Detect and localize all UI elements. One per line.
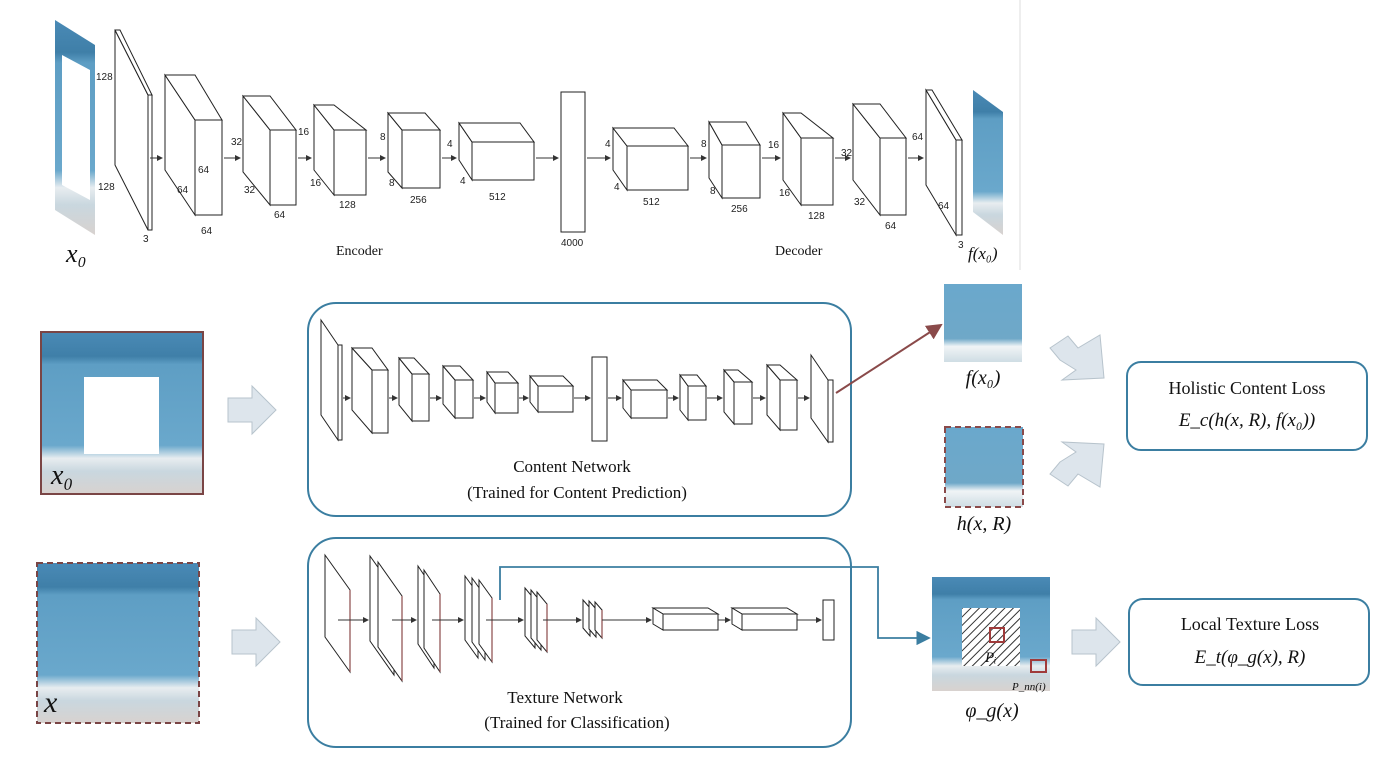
content-output-image bbox=[944, 284, 1022, 362]
nn-patch-label: P_nn(i) bbox=[1011, 681, 1046, 693]
content-input-label: x₀ bbox=[50, 460, 73, 491]
top-architecture: x₀ 128 128 3 bbox=[55, 0, 1021, 270]
patch-box bbox=[989, 627, 1005, 643]
content-network-title: Content Network bbox=[513, 457, 631, 476]
texture-loss-box bbox=[1128, 598, 1370, 686]
feature-map-image bbox=[932, 577, 1050, 691]
holistic-loss-title: Holistic Content Loss bbox=[1169, 378, 1326, 398]
dim-dec1-w: 4 bbox=[614, 182, 620, 193]
dim-enc2-c: 64 bbox=[274, 210, 286, 221]
content-output-arrow bbox=[835, 323, 943, 394]
nn-patch-box bbox=[1030, 659, 1047, 673]
dim-dec2-w: 8 bbox=[710, 186, 716, 197]
top-output-label: f(x₀) bbox=[968, 244, 998, 263]
dim-dec3-w: 16 bbox=[779, 188, 791, 199]
dim-input-width: 128 bbox=[98, 182, 115, 193]
content-input-image bbox=[40, 331, 204, 495]
dim-dec4-h: 32 bbox=[841, 148, 853, 159]
content-output-label: f(x₀) bbox=[966, 367, 1001, 389]
patch-label: Pᵢ bbox=[984, 650, 997, 666]
dim-dec4-c: 64 bbox=[885, 221, 897, 232]
dim-input-channels: 3 bbox=[143, 234, 149, 245]
content-network-box bbox=[307, 302, 852, 517]
texture-block-arrow bbox=[231, 616, 281, 668]
dim-dec1-h: 4 bbox=[605, 139, 611, 150]
dim-enc4-w: 8 bbox=[389, 178, 395, 189]
dim-bottleneck: 4000 bbox=[561, 238, 584, 249]
dim-dec5-h: 64 bbox=[912, 132, 924, 143]
dim-dec2-c: 256 bbox=[731, 204, 748, 215]
top-input-image bbox=[55, 20, 95, 235]
texture-loss-arrow bbox=[1071, 616, 1121, 668]
dim-dec2-h: 8 bbox=[701, 139, 707, 150]
dim-enc2-w: 32 bbox=[244, 185, 256, 196]
dim-dec3-h: 16 bbox=[768, 140, 780, 151]
feature-connector bbox=[499, 566, 931, 646]
content-row: x₀ bbox=[40, 284, 1368, 535]
dim-enc3-w: 16 bbox=[310, 178, 322, 189]
top-input-label: x₀ bbox=[65, 239, 87, 268]
texture-network-subtitle: (Trained for Classification) bbox=[484, 713, 669, 732]
feature-map-label: φ_g(x) bbox=[965, 700, 1019, 722]
dim-dec4-w: 32 bbox=[854, 197, 866, 208]
dim-dec3-c: 128 bbox=[808, 211, 825, 222]
context-image bbox=[944, 426, 1024, 508]
context-label: h(x, R) bbox=[957, 513, 1012, 535]
dim-dec5-c: 3 bbox=[958, 240, 964, 251]
dim-enc5-c: 512 bbox=[489, 192, 506, 203]
top-output-image bbox=[973, 90, 1003, 235]
holistic-loss-formula: E_c(h(x, R), f(x₀)) bbox=[1178, 410, 1315, 431]
dim-input-height: 128 bbox=[96, 72, 113, 83]
dim-enc5-h: 4 bbox=[447, 139, 453, 150]
holistic-block-arrow-top bbox=[1049, 334, 1105, 381]
texture-loss-formula: E_t(φ_g(x), R) bbox=[1194, 647, 1306, 668]
dim-enc4-c: 256 bbox=[410, 195, 427, 206]
holistic-block-arrow-bottom bbox=[1049, 441, 1105, 488]
texture-network-title: Texture Network bbox=[507, 688, 623, 707]
content-network-subtitle: (Trained for Content Prediction) bbox=[467, 483, 687, 502]
dim-enc1-h: 64 bbox=[198, 165, 210, 176]
texture-input-label: x bbox=[43, 686, 58, 719]
encoder-label: Encoder bbox=[336, 244, 383, 259]
content-network-layers bbox=[320, 318, 834, 444]
dim-enc1-c: 64 bbox=[201, 226, 213, 237]
dim-enc1-w: 64 bbox=[177, 185, 189, 196]
dim-enc2-next: 16 bbox=[298, 127, 310, 138]
dim-enc3-c: 128 bbox=[339, 200, 356, 211]
texture-input-image bbox=[36, 562, 200, 724]
holistic-loss-box bbox=[1126, 361, 1368, 451]
dim-enc2-h: 32 bbox=[231, 137, 243, 148]
texture-row: x bbox=[36, 537, 1370, 748]
dim-enc4-h: 8 bbox=[380, 132, 386, 143]
texture-red-edges bbox=[349, 590, 603, 681]
encoder-cubes bbox=[164, 73, 963, 237]
decoder-label: Decoder bbox=[775, 244, 823, 259]
input-slab bbox=[114, 29, 153, 231]
texture-loss-title: Local Texture Loss bbox=[1181, 614, 1319, 634]
texture-network-layers bbox=[324, 553, 835, 683]
texture-network-box bbox=[307, 537, 852, 748]
dim-enc5-w: 4 bbox=[460, 176, 466, 187]
dim-dec1-c: 512 bbox=[643, 197, 660, 208]
content-block-arrow bbox=[227, 384, 277, 436]
dim-dec5-w: 64 bbox=[938, 201, 950, 212]
